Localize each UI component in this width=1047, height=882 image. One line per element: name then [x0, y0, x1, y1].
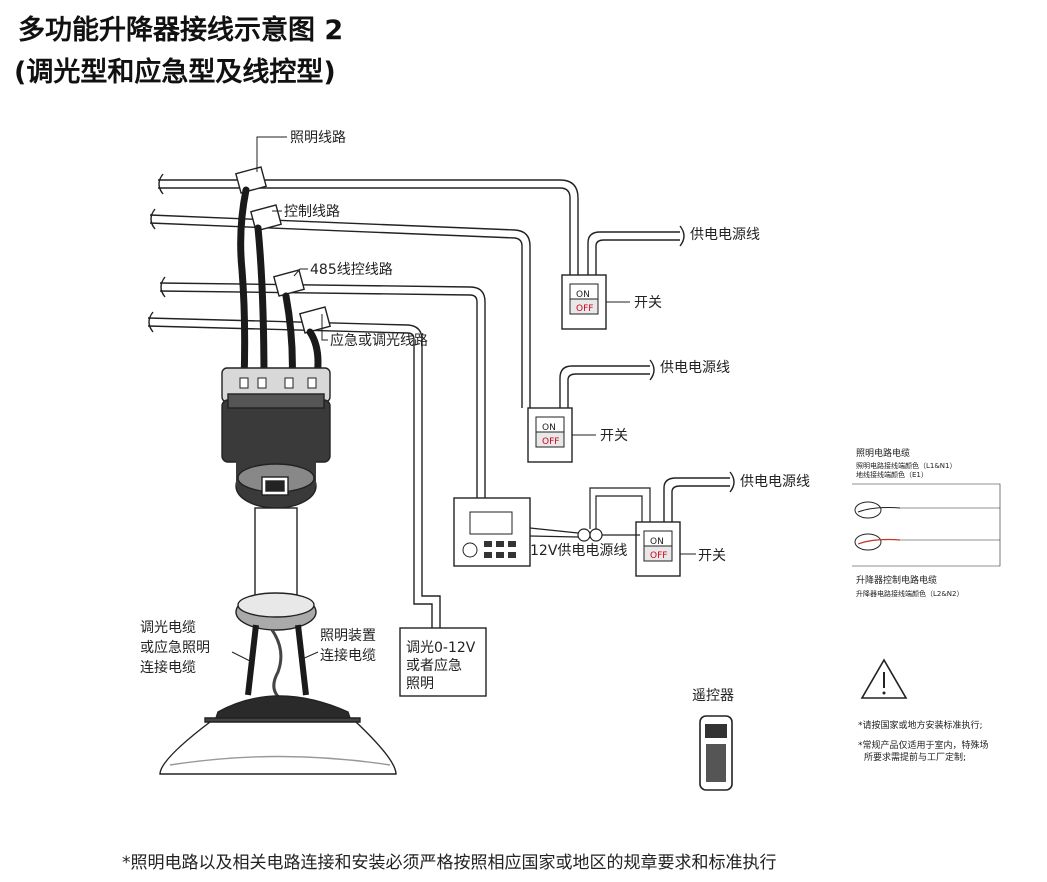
label-dimming-cable-1: 调光电缆 — [140, 620, 196, 636]
legend-lighting-note-1: 照明电路接线端颜色（L1&N1） — [856, 461, 957, 470]
legend-lifter-title: 升降器控制电路电缆 — [856, 574, 937, 586]
diagram-title: 多功能升降器接线示意图 2 — [18, 15, 344, 46]
junction-box-lighting — [234, 166, 268, 194]
dimming-box-text-1: 调光0-12V — [406, 640, 476, 656]
emergency-line-wire-a — [147, 317, 441, 628]
break-mark-3 — [160, 276, 166, 298]
diagram-subtitle: (调光型和应急型及线控型) — [14, 57, 336, 88]
lamp — [159, 695, 397, 775]
control-line-wire-a — [149, 214, 531, 408]
switch-3-on: ON — [650, 537, 664, 547]
label-power-supply-3: 供电电源线 — [740, 474, 810, 490]
controller-panel[interactable] — [453, 497, 531, 567]
label-switch-2: 开关 — [600, 428, 628, 444]
label-12v-power: 12V供电电源线 — [530, 543, 627, 559]
switch-1[interactable]: ON OFF — [561, 225, 685, 330]
switch-3[interactable]: ON OFF — [635, 471, 735, 577]
warning-icon — [860, 658, 908, 699]
label-remote: 遥控器 — [692, 688, 734, 704]
switch-2-on: ON — [542, 423, 556, 433]
legend-lifter-note: 升降器电路接线端颜色（L2&N2） — [856, 589, 964, 598]
dimming-box-text-2: 或者应急 — [406, 657, 462, 674]
emergency-line-wire-b — [147, 325, 433, 628]
label-switch-3: 开关 — [698, 548, 726, 564]
label-485-line: 485线控线路 — [310, 262, 393, 278]
cable-legend — [852, 483, 1001, 567]
note-1: *请按国家或地方安装标准执行; — [858, 719, 983, 731]
rs485-line-wire-a — [159, 282, 486, 498]
label-dimming-cable-3: 连接电缆 — [140, 659, 196, 676]
switch-2-off: OFF — [542, 437, 559, 447]
cables-to-lamp — [245, 624, 309, 696]
break-mark-1 — [158, 173, 164, 195]
lighting-line-wire-b — [158, 187, 571, 275]
label-power-supply-1: 供电电源线 — [690, 227, 760, 243]
lifter-unit — [221, 367, 331, 631]
label-emergency-line: 应急或调光线路 — [330, 332, 428, 349]
label-dimming-cable-2: 或应急照明 — [140, 639, 210, 656]
lighting-line-wire-a — [158, 179, 579, 275]
note-2-line-2: 所要求需提前与工厂定制; — [864, 751, 966, 763]
control-line-wire-b — [149, 222, 523, 408]
switch-1-off: OFF — [576, 304, 593, 314]
junction-box-485 — [272, 269, 306, 297]
label-lighting-line: 照明线路 — [290, 130, 346, 146]
break-mark-2 — [150, 208, 156, 230]
switch-1-on: ON — [576, 290, 590, 300]
dimming-box — [399, 627, 487, 697]
footer-note: *照明电路以及相关电路连接和安装必须严格按照相应国家或地区的规章要求和标准执行 — [122, 853, 777, 873]
label-lighting-cable-1: 照明装置 — [320, 628, 376, 644]
legend-lighting-title: 照明电路电缆 — [856, 447, 910, 459]
rs485-line-wire-b — [159, 290, 478, 498]
label-switch-1: 开关 — [634, 295, 662, 311]
legend-lighting-note-2: 地线接线端颜色（E1） — [856, 470, 928, 479]
label-lighting-cable-2: 连接电缆 — [320, 647, 376, 664]
note-2-line-1: *常规产品仅适用于室内，特殊场 — [858, 739, 989, 751]
switch-3-off: OFF — [650, 551, 667, 561]
junction-box-emergency — [298, 306, 332, 334]
supply-lines — [147, 173, 579, 628]
label-control-line: 控制线路 — [284, 204, 340, 220]
label-power-supply-2: 供电电源线 — [660, 360, 730, 376]
break-mark-4 — [148, 311, 154, 333]
switch-2[interactable]: ON OFF — [527, 359, 655, 463]
dimming-box-text-3: 照明 — [406, 676, 434, 692]
remote-control[interactable] — [699, 715, 733, 791]
